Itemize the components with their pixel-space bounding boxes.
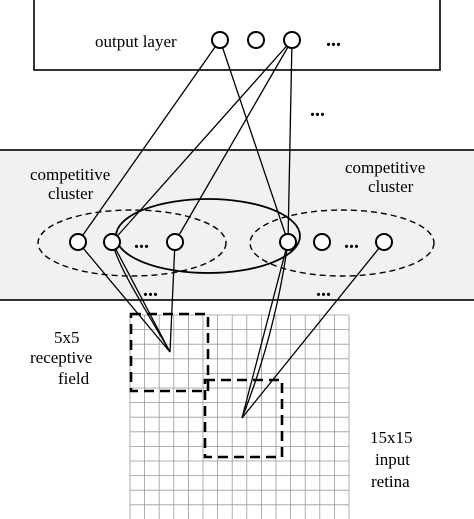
left-cluster-node	[103, 233, 121, 251]
competitive-layer-band	[0, 149, 474, 301]
left-cluster-boundary	[37, 209, 227, 277]
retina-label-2: input	[375, 450, 410, 469]
receptive-field-label-1: 5x5	[54, 328, 80, 347]
layers-ellipsis: ...	[310, 99, 325, 121]
output-to-cluster-connections	[77, 39, 293, 243]
right-cluster-label-2: cluster	[368, 177, 414, 196]
output-node	[211, 31, 229, 49]
output-layer-label: output layer	[95, 32, 177, 51]
output-layer-box	[33, 0, 441, 71]
left-cluster-ellipsis: ...	[134, 231, 149, 253]
output-node	[283, 31, 301, 49]
retina-label-1: 15x15	[370, 428, 413, 447]
retina-label-3: retina	[371, 472, 410, 491]
left-cluster-label-1: competitive	[30, 165, 110, 184]
right-cluster-node	[279, 233, 297, 251]
receptive-field-box	[129, 312, 210, 393]
receptive-field-box	[203, 378, 284, 459]
right-lower-ellipsis: ...	[316, 279, 331, 301]
output-nodes-ellipsis: ...	[326, 29, 341, 51]
output-node	[247, 31, 265, 49]
input-retina-grid	[129, 314, 350, 519]
right-cluster-node	[313, 233, 331, 251]
left-cluster-node	[166, 233, 184, 251]
left-lower-ellipsis: ...	[143, 279, 158, 301]
left-cluster-label-2: cluster	[48, 184, 94, 203]
cluster-to-retina-connections	[77, 241, 385, 419]
right-cluster-node	[375, 233, 393, 251]
right-cluster-ellipsis: ...	[344, 231, 359, 253]
left-cluster-node	[69, 233, 87, 251]
right-cluster-label-1: competitive	[345, 158, 425, 177]
receptive-field-label-3: field	[58, 369, 90, 388]
right-cluster-boundary	[249, 209, 435, 277]
receptive-field-label-2: receptive	[30, 348, 92, 367]
